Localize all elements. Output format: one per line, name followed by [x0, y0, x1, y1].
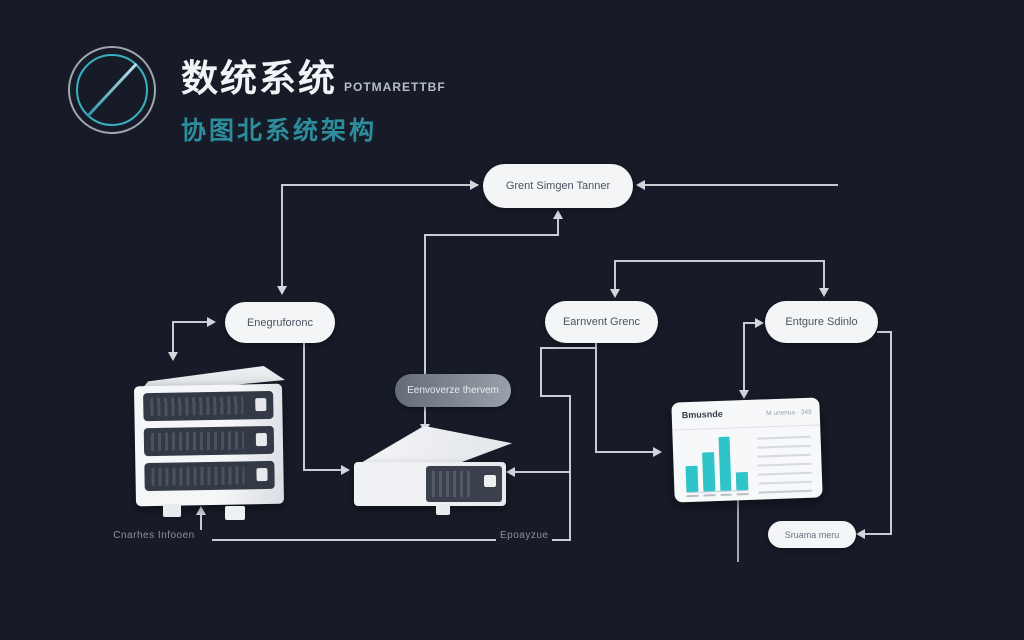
arrowhead: [207, 317, 216, 327]
arrowhead: [277, 286, 287, 295]
chart-bar: [718, 436, 732, 491]
connector-line: [890, 331, 892, 535]
brand-logo-circle-slash-icon: [68, 46, 156, 134]
node-bottom-right-label: Sruama meru: [784, 529, 840, 540]
server-foot: [163, 504, 181, 517]
connector-line: [540, 347, 542, 397]
drive-bay: [143, 425, 275, 457]
arrowhead: [553, 210, 563, 219]
vent-slats-icon: [150, 396, 244, 417]
node-left-label: Enegruforonc: [246, 316, 314, 329]
dashboard-list-lines: [756, 435, 813, 501]
page-title-suffix: POTMARETTBF: [344, 80, 446, 94]
connector-line: [743, 322, 759, 324]
server-tower-body: [133, 383, 285, 507]
connector-line: [303, 342, 305, 471]
connector-line: [864, 533, 891, 535]
connector-line: [614, 260, 616, 289]
server-box-front: [354, 462, 506, 506]
logo-inner-ring: [76, 54, 148, 126]
vent-slats-icon: [151, 466, 245, 487]
connector-line: [569, 395, 571, 541]
connector-line: [424, 234, 559, 236]
bay-button-icon: [255, 397, 267, 412]
node-right[interactable]: Entgure Sdinlo: [765, 301, 878, 343]
dashboard-divider: [672, 424, 821, 431]
connector-line: [200, 514, 202, 540]
connector-line: [614, 260, 825, 262]
bay-button-icon: [256, 467, 268, 482]
header-title-block: 数统系统 POTMARETTBF 协图北系统架构: [181, 48, 446, 147]
connector-line: [303, 469, 345, 471]
node-left[interactable]: Enegruforonc: [225, 302, 335, 343]
drive-bay: [144, 460, 275, 492]
node-middle[interactable]: Earnvent Grenc: [545, 301, 658, 343]
connector-line: [514, 471, 571, 473]
server-foot: [225, 506, 245, 520]
chart-bar: [685, 465, 699, 493]
connector-line: [595, 342, 597, 452]
dashboard-title: Bmusnde: [681, 408, 723, 421]
chart-bar: [701, 452, 715, 492]
arrowhead: [755, 318, 764, 328]
connector-line: [557, 218, 559, 235]
arrowhead: [341, 465, 350, 475]
connector-line: [823, 260, 825, 288]
arrowhead: [610, 289, 620, 298]
server-panel: [426, 466, 502, 502]
connector-line: [424, 234, 426, 424]
mini-bar-chart: [684, 436, 749, 494]
dashboard-header: Bmusnde M unenua · 349: [682, 406, 812, 421]
connector-line: [595, 451, 657, 453]
vent-slats-icon: [432, 471, 474, 497]
dashboard-meta: M unenua · 349: [766, 408, 812, 418]
label-bottom-left: Cnarhes Infooen: [96, 530, 212, 541]
node-bottom-right[interactable]: Sruama meru: [768, 521, 856, 548]
server-tower-illustration: [133, 366, 289, 520]
page-subtitle: 协图北系统架构: [181, 117, 378, 145]
arrowhead: [196, 506, 206, 515]
dashboard-card: Bmusnde M unenua · 349: [671, 397, 823, 503]
server-box-illustration: [352, 424, 514, 515]
node-top-label: Grent Simgen Tanner: [505, 180, 611, 192]
connector-line: [281, 184, 478, 186]
connector-line: [737, 500, 739, 562]
connector-line: [172, 321, 214, 323]
page-title: 数统系统: [181, 58, 337, 99]
drive-bay: [143, 390, 274, 422]
connector-line: [200, 539, 571, 541]
node-gray[interactable]: Eenvoverze thervem: [395, 374, 511, 407]
arrowhead: [168, 352, 178, 361]
arrowhead: [739, 390, 749, 399]
connector-line: [644, 184, 838, 186]
connector-line: [281, 184, 283, 286]
chart-tick-marks: [686, 492, 749, 498]
label-bottom-center: Epoayzue: [496, 530, 553, 541]
connector-line: [540, 395, 571, 397]
arrowhead: [506, 467, 515, 477]
arrowhead: [470, 180, 479, 190]
connector-line: [743, 322, 745, 390]
node-gray-label: Eenvoverze thervem: [407, 385, 499, 396]
panel-button-icon: [484, 475, 496, 487]
connector-line: [172, 321, 174, 352]
node-right-label: Entgure Sdinlo: [785, 316, 858, 328]
node-top[interactable]: Grent Simgen Tanner: [483, 164, 633, 208]
arrowhead: [636, 180, 645, 190]
server-foot: [436, 504, 450, 515]
bay-button-icon: [255, 432, 268, 447]
connector-line: [877, 331, 892, 333]
vent-slats-icon: [150, 431, 245, 452]
arrowhead: [856, 529, 865, 539]
arrowhead: [653, 447, 662, 457]
connector-line: [540, 347, 597, 349]
node-middle-label: Earnvent Grenc: [562, 316, 641, 328]
chart-bar: [736, 472, 749, 491]
arrowhead: [819, 288, 829, 297]
